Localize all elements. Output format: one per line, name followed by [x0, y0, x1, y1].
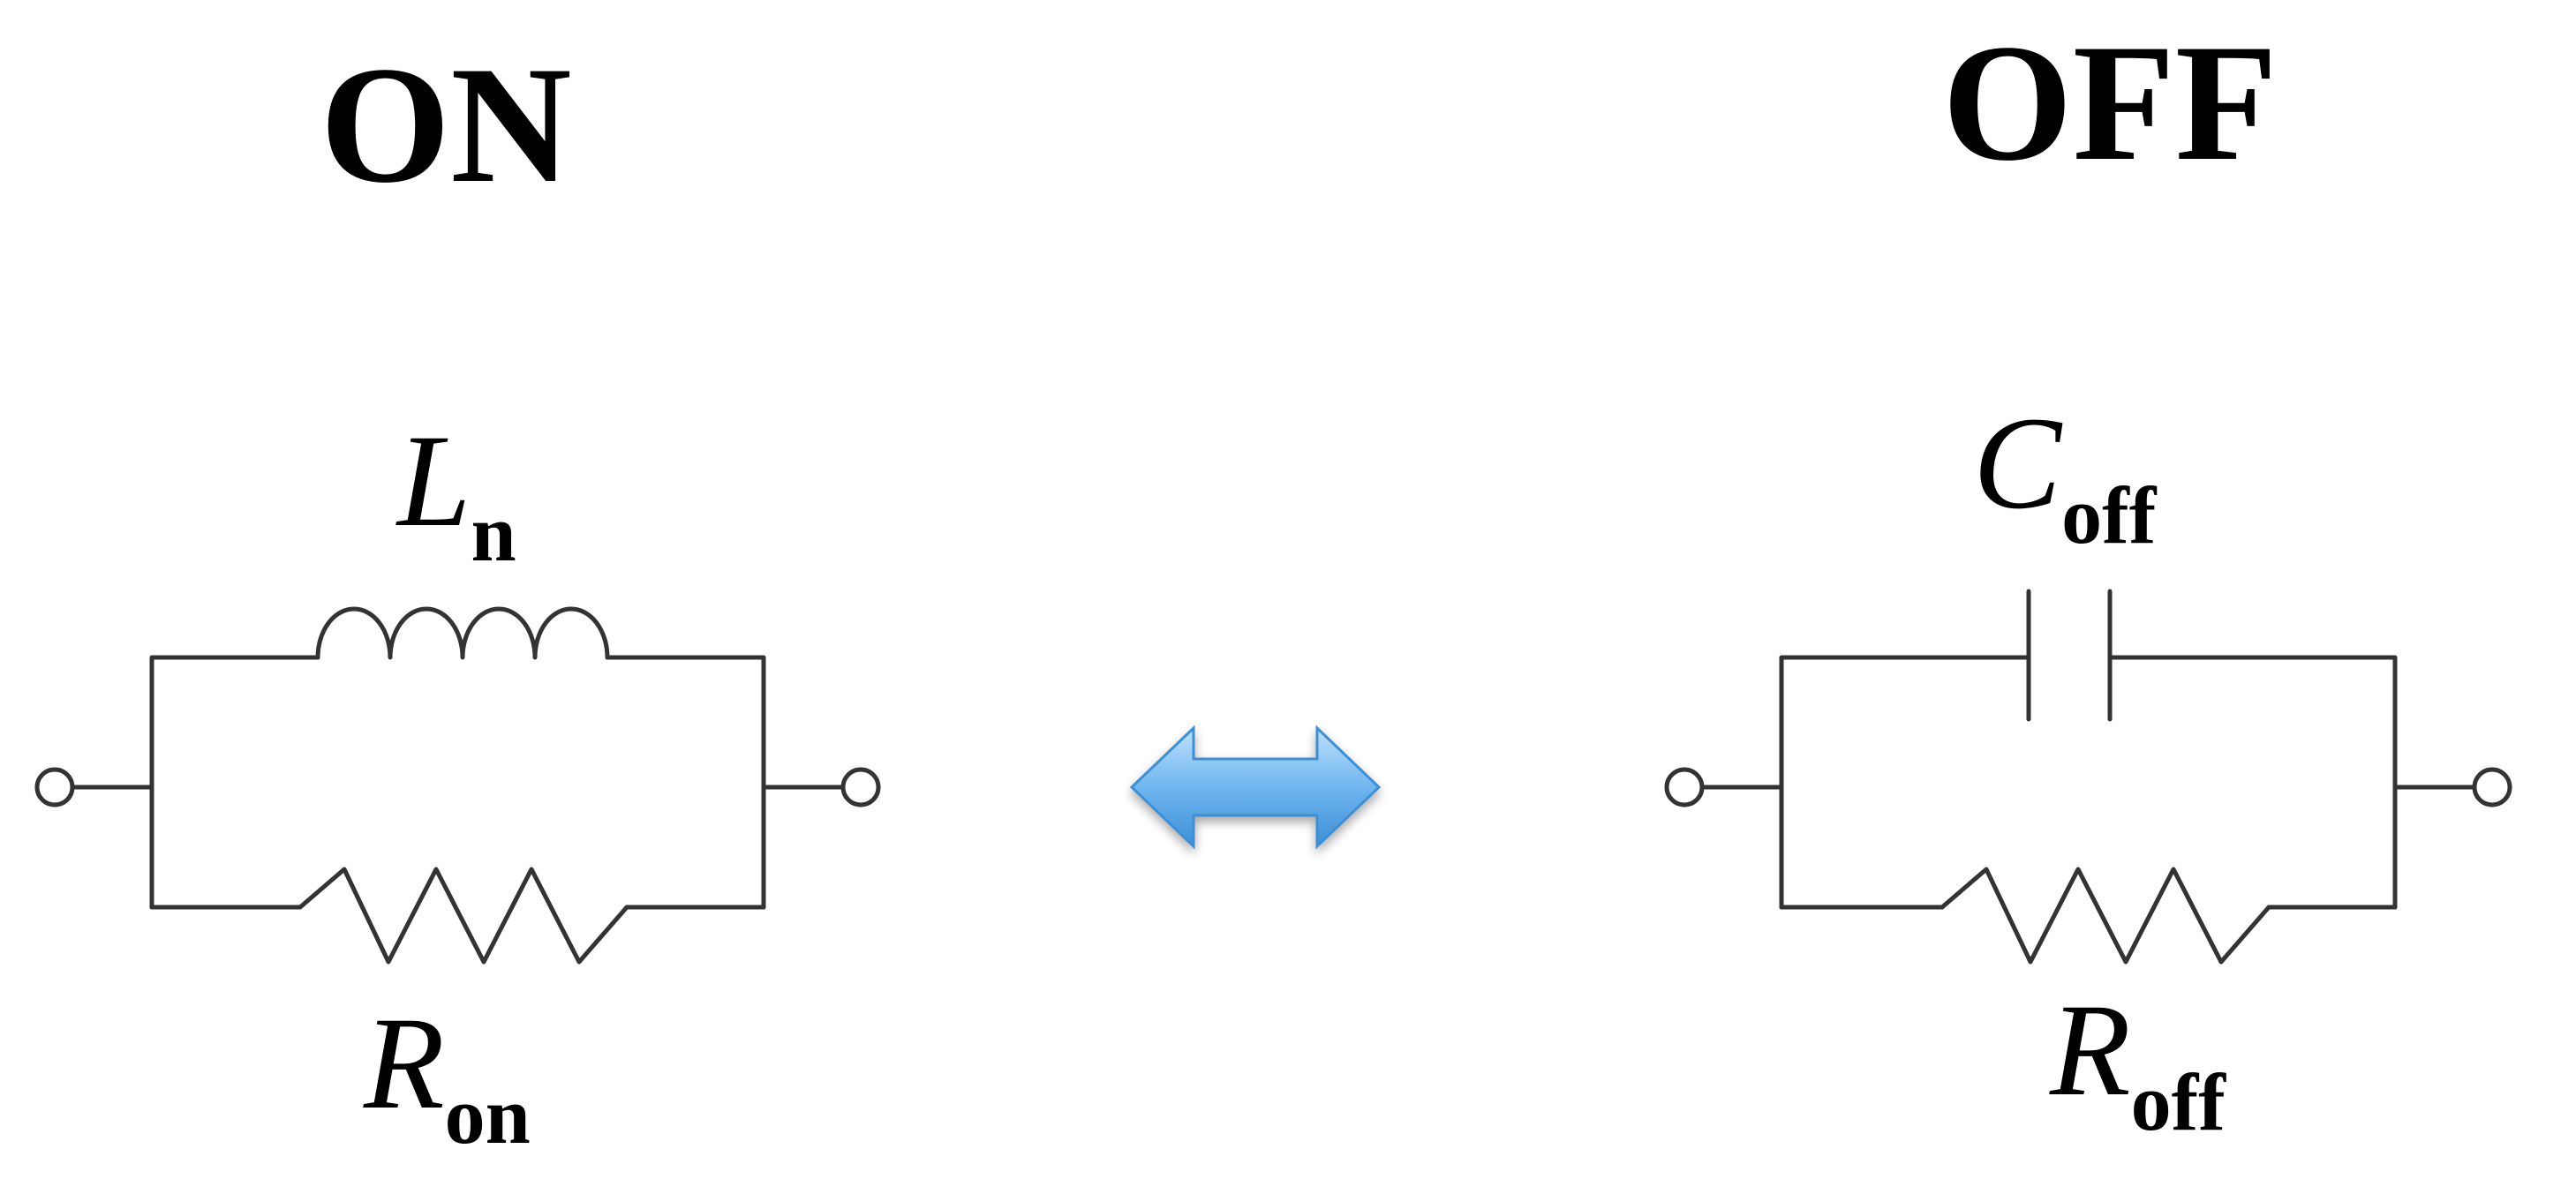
off-top-left-wire — [1779, 655, 2031, 910]
capacitor-label: Coff — [1973, 390, 2158, 560]
off-right-terminal — [2472, 767, 2512, 807]
on-resistor-zigzag — [298, 867, 629, 965]
off-resistor-zigzag — [1940, 867, 2271, 965]
on-top-right-wire — [605, 655, 766, 910]
on-left-terminal — [34, 767, 75, 807]
state-switch-arrow — [1129, 725, 1382, 850]
off-resistor-label: Roff — [2049, 977, 2226, 1147]
inductor-label: Ln — [395, 408, 516, 578]
on-resistor-subscript: on — [445, 1070, 531, 1160]
off-top-right-wire — [2107, 655, 2398, 910]
on-resistor-label: Ron — [363, 990, 531, 1160]
on-state-title: ON — [320, 33, 572, 218]
off-state-circuit: OFF Coff Roff — [1664, 11, 2512, 1147]
double-headed-arrow-icon — [1129, 725, 1382, 850]
on-right-terminal — [840, 767, 881, 807]
capacitor-subscript: off — [2061, 470, 2158, 560]
off-left-terminal — [1664, 767, 1705, 807]
inductor-subscript: n — [471, 488, 516, 578]
off-state-title: OFF — [1942, 11, 2278, 196]
off-resistor-subscript: off — [2131, 1057, 2227, 1147]
capacitor-symbol: C — [1973, 390, 2063, 537]
on-state-circuit: ON Ln Ron — [34, 33, 881, 1160]
on-resistor-symbol: R — [363, 990, 445, 1137]
on-top-branch — [149, 655, 320, 910]
off-resistor-symbol: R — [2049, 977, 2131, 1123]
inductor-symbol: L — [395, 408, 471, 554]
inductor-symbol-coils — [315, 606, 610, 660]
